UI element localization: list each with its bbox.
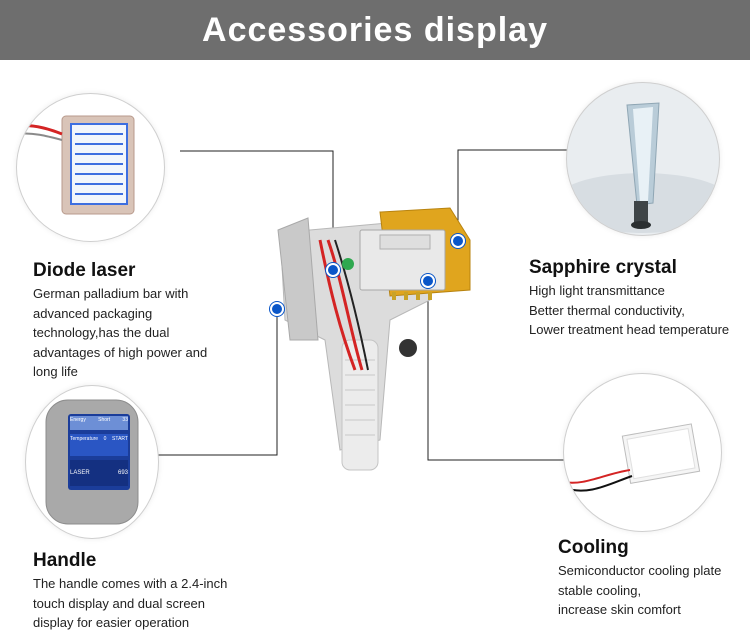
header-banner: Accessories display [0, 0, 750, 60]
screen-start-button: START [112, 436, 128, 442]
handle-line-3: display for easier operation [33, 615, 190, 630]
marker-sapphire [451, 234, 465, 248]
diode-laser-image [16, 93, 165, 242]
cooling-line-2: stable cooling, [558, 582, 642, 598]
screen-count-value: 693 [117, 470, 128, 476]
cooling-description: Semiconductor cooling plate stable cooli… [558, 561, 721, 620]
sapphire-line-3: Lower treatment head temperature [529, 322, 730, 337]
diode-line-5: long life [33, 364, 78, 379]
screen-mode-label: Short [98, 417, 111, 423]
screen-laser-label: LASER [70, 470, 90, 476]
cooling-plate-image [563, 373, 722, 532]
marker-cooling [421, 274, 435, 288]
diode-line-1: German palladium bar with [33, 286, 189, 301]
diode-line-4: advantages of high power and [33, 344, 208, 360]
cooling-line-1: Semiconductor cooling plate [558, 563, 722, 578]
screen-energy-value: 33 [122, 417, 128, 423]
connector-handle [150, 309, 278, 456]
diode-line-2: advanced packaging [33, 305, 153, 321]
sapphire-crystal-description: High light transmittance Better thermal … [529, 281, 729, 340]
page-title: Accessories display [202, 10, 548, 49]
marker-diode [326, 263, 340, 277]
handle-line-2: touch display and dual screen [33, 595, 206, 611]
handle-title: Handle [33, 550, 97, 571]
connector-cooling [427, 281, 587, 461]
handle-display-image: Energy Short 33 Temperature 0 START LASE… [25, 385, 159, 539]
handle-line-1: The handle comes with a 2.4-inch [33, 576, 228, 591]
device-illustration [277, 207, 471, 471]
sapphire-crystal-image [566, 82, 720, 236]
screen-temperature-value: 0 [103, 436, 107, 442]
diode-laser-description: German palladium bar with advanced packa… [33, 284, 207, 382]
marker-handle [270, 302, 284, 316]
cooling-line-3: increase skin comfort [558, 602, 681, 617]
sapphire-line-1: High light transmittance [529, 283, 665, 298]
sapphire-crystal-title: Sapphire crystal [529, 257, 677, 278]
sapphire-line-2: Better thermal conductivity, [529, 302, 685, 318]
diode-laser-title: Diode laser [33, 260, 136, 281]
screen-energy-label: Energy [70, 417, 86, 423]
diode-line-3: technology,has the dual [33, 325, 170, 340]
screen-temperature-label: Temperature [70, 436, 99, 442]
cooling-title: Cooling [558, 537, 629, 558]
handle-description: The handle comes with a 2.4-inch touch d… [33, 574, 227, 633]
